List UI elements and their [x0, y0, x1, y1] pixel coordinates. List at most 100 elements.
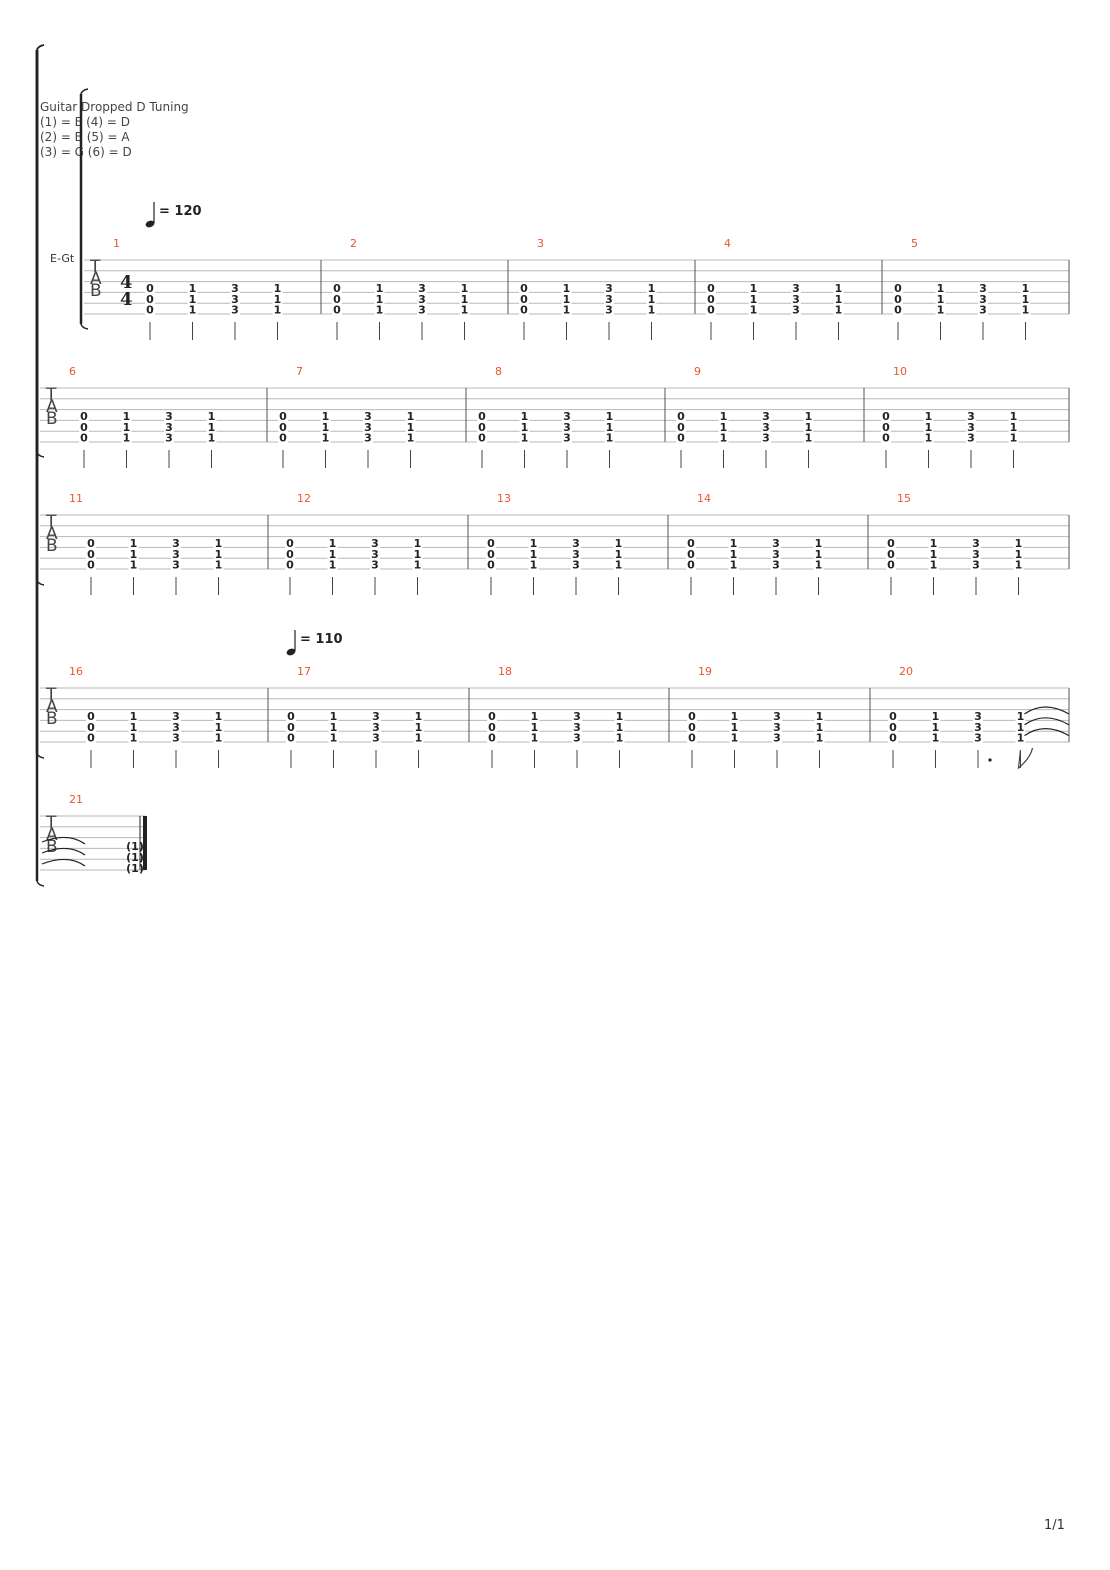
- fret-number: 0: [488, 732, 496, 745]
- fret-background: [412, 548, 423, 559]
- fret-background: [772, 711, 782, 721]
- tab-clef-letter: A: [46, 397, 58, 417]
- fret-background: [888, 721, 898, 732]
- fret-number: 3: [165, 410, 173, 423]
- fret-background: [604, 421, 615, 432]
- fret-number: 3: [773, 732, 781, 745]
- fret-number: 1: [1022, 282, 1030, 295]
- fret-number: 0: [688, 721, 696, 734]
- system-bracket-top: [80, 88, 89, 95]
- fret-number: 3: [967, 421, 975, 434]
- fret-number: 0: [882, 421, 890, 434]
- fret-number: 1: [1010, 432, 1018, 445]
- fret-number: 3: [979, 282, 987, 295]
- fret-number: 0: [707, 293, 715, 306]
- fret-background: [164, 411, 174, 421]
- fret-number: 3: [772, 559, 780, 572]
- fret-background: [121, 421, 132, 432]
- fret-number: 3: [418, 293, 426, 306]
- fret-background: [327, 538, 338, 548]
- fret-background: [687, 732, 697, 743]
- fret-number: 0: [882, 410, 890, 423]
- fret-number: 0: [677, 432, 685, 445]
- fret-number: 1: [208, 421, 216, 434]
- fret-background: [459, 293, 470, 304]
- fret-number: 0: [677, 421, 685, 434]
- fret-background: [86, 548, 96, 559]
- fret-number: 1: [376, 282, 384, 295]
- fret-background: [213, 711, 224, 721]
- system-bracket-bottom: [36, 880, 45, 887]
- fret-number: 0: [146, 282, 154, 295]
- fret-background: [978, 304, 988, 315]
- fret-background: [971, 548, 981, 559]
- fret-background: [230, 283, 240, 293]
- fret-number: 1: [1010, 421, 1018, 434]
- fret-background: [1013, 548, 1024, 559]
- fret-background: [973, 721, 983, 732]
- fret-number: 0: [146, 304, 154, 317]
- tab-clef-letter: B: [46, 709, 58, 729]
- fret-number: 3: [563, 410, 571, 423]
- fret-background: [519, 293, 529, 304]
- fret-number: 0: [882, 432, 890, 445]
- fret-background: [614, 721, 625, 732]
- fret-number: 1: [189, 304, 197, 317]
- fret-background: [171, 548, 181, 559]
- fret-number: 0: [80, 410, 88, 423]
- fret-number: 3: [772, 537, 780, 550]
- dot-mark: [988, 758, 992, 762]
- time-signature-bottom: 4: [120, 289, 133, 310]
- fret-background: [803, 421, 814, 432]
- fret-background: [187, 283, 198, 293]
- fret-background: [487, 732, 497, 743]
- fret-number: 0: [487, 537, 495, 550]
- fret-number: 3: [979, 304, 987, 317]
- fret-background: [888, 732, 898, 743]
- fret-background: [646, 304, 657, 315]
- fret-background: [486, 538, 496, 548]
- fret-number: 1: [615, 537, 623, 550]
- tab-clef-letter: T: [89, 257, 101, 277]
- fret-number: 1: [815, 537, 823, 550]
- fret-number: 1: [461, 304, 469, 317]
- fret-background: [332, 283, 342, 293]
- fret-background: [646, 283, 657, 293]
- fret-background: [528, 559, 539, 570]
- tab-clef-letter: T: [45, 385, 57, 405]
- fret-number: 1: [932, 721, 940, 734]
- fret-number: 0: [677, 410, 685, 423]
- fret-number: 3: [572, 559, 580, 572]
- fret-number: 1: [330, 732, 338, 745]
- fret-number: 1: [414, 537, 422, 550]
- fret-background: [370, 538, 380, 548]
- fret-number: 1: [130, 710, 138, 723]
- fret-background: [562, 411, 572, 421]
- fret-number: 3: [172, 548, 180, 561]
- fret-number: 3: [979, 293, 987, 306]
- fret-number: 1: [835, 293, 843, 306]
- fret-number: 3: [972, 548, 980, 561]
- fret-background: [519, 283, 529, 293]
- fret-background: [370, 559, 380, 570]
- fret-background: [486, 548, 496, 559]
- fret-number: 0: [87, 732, 95, 745]
- fret-number: 0: [80, 421, 88, 434]
- fret-number: 0: [478, 421, 486, 434]
- fret-number: 1: [1022, 293, 1030, 306]
- fret-background: [930, 721, 941, 732]
- fret-background: [206, 432, 217, 443]
- fret-background: [881, 411, 891, 421]
- fret-background: [614, 732, 625, 743]
- fret-number: 1: [805, 421, 813, 434]
- fret-number: 1: [805, 410, 813, 423]
- fret-number: 1: [606, 432, 614, 445]
- fret-background: [813, 559, 824, 570]
- fret-background: [1020, 293, 1031, 304]
- fret-background: [187, 293, 198, 304]
- fret-background: [614, 711, 625, 721]
- fret-background: [171, 559, 181, 570]
- fret-background: [128, 548, 139, 559]
- fret-number: 3: [762, 421, 770, 434]
- fret-number: 3: [418, 282, 426, 295]
